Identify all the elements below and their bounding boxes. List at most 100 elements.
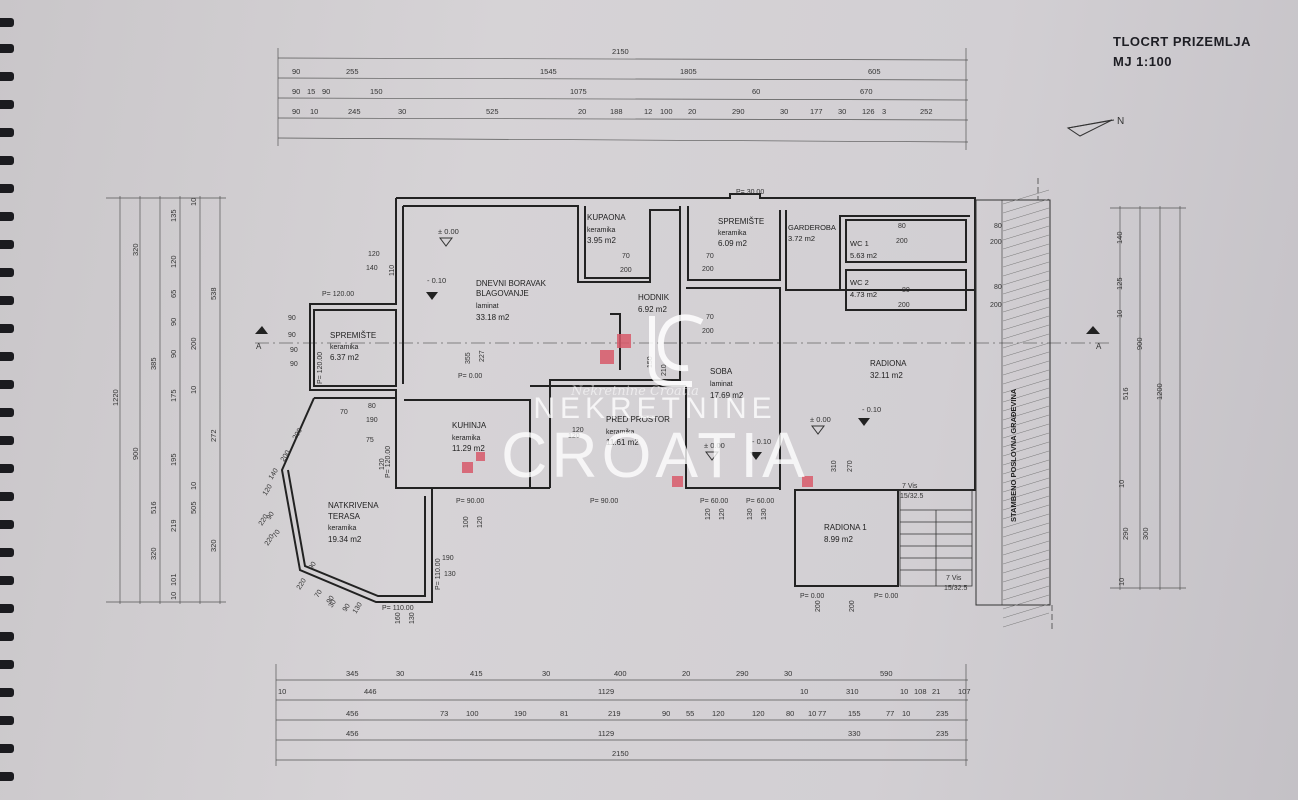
dimension-label: 200 [189, 337, 198, 350]
stair-label: 15/32.5 [900, 493, 923, 500]
room-floor-kupaona: keramika [587, 227, 616, 234]
room-name-terasa: NATKRIVENA [328, 501, 379, 510]
dimension-label: 140 [1115, 231, 1124, 244]
dimension-label: 1220 [111, 389, 120, 406]
dimension-label: 21 [932, 687, 940, 696]
hatch-line [1002, 441, 1050, 457]
binding-ring [0, 408, 14, 417]
dimension-label: 55 [686, 709, 694, 718]
dimension-label: 120 [752, 709, 765, 718]
dimension-label: 290 [1121, 527, 1130, 540]
opening-dimension: 120 [572, 427, 584, 434]
dimension-label: 30 [396, 669, 404, 678]
opening-dimension: 70 [340, 409, 348, 416]
opening-dimension: 200 [990, 302, 1002, 309]
dimension-label: 90 [292, 107, 300, 116]
binding-ring [0, 72, 14, 81]
hatch-line [1002, 234, 1050, 250]
dimension-label: 456 [346, 709, 359, 718]
dimension-label: 77 [886, 709, 894, 718]
room-name-radiona1: RADIONA 1 [824, 523, 867, 532]
opening-dimension: 90 [288, 332, 296, 339]
room-floor-spremiste2: keramika [718, 230, 747, 237]
north-arrow-icon [1066, 119, 1115, 137]
room-floor-dnevni: laminat [476, 303, 499, 310]
dimension-label: 100 [660, 107, 673, 116]
dimension-label: 3 [882, 107, 886, 116]
dimension-label: 10 [189, 198, 198, 206]
room-name-garderoba: GARDEROBA [788, 223, 836, 232]
dimension-label: 516 [149, 501, 158, 514]
parapet-label: P= 110.00 [435, 558, 442, 590]
dimension-label: 80 [786, 709, 794, 718]
parapet-label: P= 120.00 [322, 291, 354, 298]
binding-ring [0, 744, 14, 753]
dimension-label: 30 [542, 669, 550, 678]
opening-dimension: 70 [706, 314, 714, 321]
hatch-line [1002, 468, 1050, 484]
room-name-dnevni: DNEVNI BORAVAK [476, 279, 547, 288]
neighbor-building-label: STAMBENO POSLOVNA GRAĐEVINA [1009, 388, 1018, 522]
level-icon [811, 425, 825, 435]
hatch-line [1002, 405, 1050, 421]
watermark-logo-icon [649, 314, 704, 387]
parapet-label: P= 30.00 [736, 189, 764, 196]
neighbor-building [975, 199, 1051, 606]
parapet-labels: P= 120.00 P= 30.00 P= 0.00 P= 120.00 P= … [317, 189, 898, 612]
dimension-lines [106, 48, 1186, 766]
dimension-label: 10 [189, 482, 198, 490]
hatch-line [1002, 495, 1050, 511]
parapet-label: P= 90.00 [456, 498, 484, 505]
hatch-line [1002, 198, 1050, 214]
level-label: ± 0.00 [438, 227, 459, 236]
opening-dimension: 80 [994, 284, 1002, 291]
hatch-line [1002, 432, 1050, 448]
dimension-label: 100 [466, 709, 479, 718]
room-name-spremiste2: SPREMIŠTE [718, 217, 764, 226]
room-name-wc1: WC 1 [850, 239, 869, 248]
dimension-label: 175 [169, 389, 178, 402]
dimension-label: 155 [848, 709, 861, 718]
hatch-line [1002, 540, 1050, 556]
terrace-dimension: 90 [308, 561, 318, 571]
room-name-wc2: WC 2 [850, 278, 869, 287]
hatch-line [1002, 423, 1050, 439]
dimension-label: 10 [1117, 480, 1126, 488]
binding-ring [0, 44, 14, 53]
dimension-label: 290 [732, 107, 745, 116]
level-icon [426, 292, 438, 300]
binding-ring [0, 464, 14, 473]
dimension-label: 20 [578, 107, 586, 116]
dimension-label: 1200 [1155, 383, 1164, 400]
dimension-label: 15 [307, 87, 315, 96]
hatch-line [1002, 216, 1050, 232]
binding-ring [0, 576, 14, 585]
section-marker-icon [1086, 326, 1100, 334]
opening-dimension: 270 [847, 460, 854, 472]
room-floor-soba: laminat [710, 381, 733, 388]
binding-ring [0, 632, 14, 641]
room-area-radiona: 32.11 m2 [870, 371, 903, 380]
dimension-label: 195 [169, 453, 178, 466]
dimension-label: 516 [1121, 387, 1130, 400]
opening-dimension: 90 [290, 361, 298, 368]
opening-dimension: 90 [290, 347, 298, 354]
binding-ring [0, 716, 14, 725]
room-area-dnevni: 33.18 m2 [476, 313, 510, 322]
hatch-line [1002, 576, 1050, 592]
hatch-line [1002, 351, 1050, 367]
opening-dimension: 130 [409, 612, 416, 624]
dimension-label: 590 [880, 669, 893, 678]
neighbor-hatch [1002, 189, 1050, 628]
hatch-line [1002, 567, 1050, 583]
binding-ring [0, 212, 14, 221]
dimension-label: 101 [169, 573, 178, 586]
dimension-label: 20 [688, 107, 696, 116]
opening-dimension: 120 [719, 508, 726, 520]
parapet-label: P= 0.00 [874, 593, 898, 600]
binding-ring [0, 100, 14, 109]
hatch-line [1002, 522, 1050, 538]
dimension-label: 73 [440, 709, 448, 718]
